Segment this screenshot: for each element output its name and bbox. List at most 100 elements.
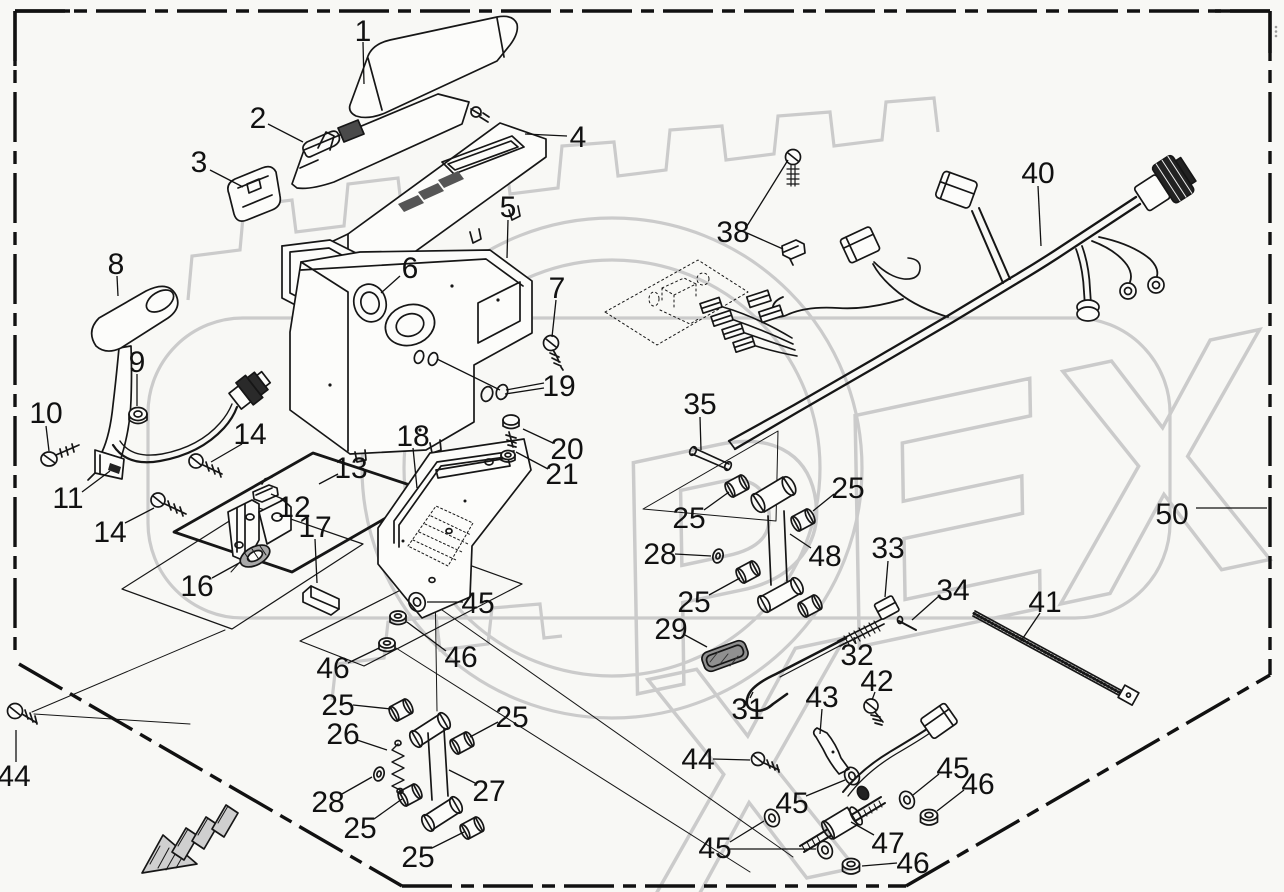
armrest-pad-part1 — [348, 15, 519, 119]
leader-line-34 — [911, 595, 940, 621]
leader-line-11 — [81, 470, 111, 493]
leader-line-46 — [347, 647, 380, 664]
leader-line-7 — [551, 299, 557, 338]
flat-connector — [839, 226, 881, 264]
callout-label-42: 42 — [860, 665, 893, 698]
phantom-relay-box — [604, 259, 749, 346]
callout-label-28: 28 — [643, 538, 676, 571]
callout-label-44: 44 — [0, 760, 31, 793]
cable-tie-part41 — [972, 610, 1140, 706]
leader-line-25 — [352, 704, 392, 710]
pin-part34 — [896, 615, 917, 631]
leader-line-25 — [708, 577, 741, 596]
callout-label-14: 14 — [233, 418, 266, 451]
nut-part9 — [128, 406, 148, 425]
bolt-part20 — [502, 414, 520, 448]
logo-plate — [146, 316, 1172, 620]
screw-part42 — [863, 698, 884, 726]
callout-label-17: 17 — [298, 511, 331, 544]
callout-label-48: 48 — [808, 540, 841, 573]
callout-label-46: 46 — [896, 847, 929, 880]
pedal-arm-part48 — [750, 475, 804, 614]
callout-label-7: 7 — [549, 272, 566, 305]
callout-label-46: 46 — [961, 768, 994, 801]
leader-line-25 — [373, 798, 403, 820]
wiring-harness-part40 — [699, 154, 1197, 451]
leader-line-46 — [406, 621, 447, 652]
leader-line-21 — [515, 451, 549, 470]
leader-line-48 — [789, 533, 812, 549]
cable-connector — [228, 370, 272, 410]
callout-label-10: 10 — [29, 397, 62, 430]
o-rings-part19 — [413, 349, 509, 403]
leader-line-46 — [936, 789, 965, 812]
clamp-part33 — [873, 595, 900, 620]
leader-line-6 — [380, 275, 401, 294]
bolt-part10 — [40, 443, 80, 467]
callout-label-28: 28 — [311, 786, 344, 819]
leader-line-25 — [431, 831, 465, 849]
callout-label-25: 25 — [495, 701, 528, 734]
callout-label-35: 35 — [683, 388, 716, 421]
bolt-part44a — [6, 702, 38, 725]
screw-part14b — [150, 492, 187, 517]
bushings-25-top — [724, 474, 823, 618]
leader-line-45 — [805, 779, 846, 797]
callout-label-43: 43 — [805, 681, 838, 714]
leader-line-32 — [853, 636, 857, 645]
leader-line-19 — [505, 382, 545, 391]
leader-line-26 — [356, 739, 388, 751]
leader-line-42 — [871, 691, 876, 701]
callout-label-45: 45 — [461, 587, 494, 620]
hinge-part16 — [227, 499, 292, 573]
leader-line-29 — [684, 634, 708, 648]
leader-line-19 — [436, 358, 501, 391]
callout-label-25: 25 — [677, 586, 710, 619]
grommet-terminal — [1076, 299, 1100, 322]
callout-label-26: 26 — [326, 718, 359, 751]
callout-label-1: 1 — [355, 15, 372, 48]
callout-label-40: 40 — [1021, 157, 1054, 190]
gear-circle-inner — [402, 258, 822, 678]
spade-terminals-pair — [745, 289, 784, 324]
round-connector — [1133, 154, 1197, 212]
leader-line-19 — [504, 387, 545, 395]
rubber-pad-part29 — [701, 639, 749, 673]
callout-label-45: 45 — [936, 752, 969, 785]
leader-line-25 — [703, 491, 730, 511]
leader-line-33 — [884, 560, 889, 598]
washers-45 — [407, 591, 916, 860]
callout-label-29: 29 — [654, 613, 687, 646]
bracket-part17 — [302, 585, 340, 616]
callout-label-25: 25 — [401, 841, 434, 874]
callout-label-47: 47 — [871, 827, 904, 860]
callout-label-9: 9 — [129, 346, 146, 379]
screw-part38 — [784, 148, 802, 187]
console-cover-part2 — [291, 93, 470, 190]
screw-part14a — [188, 453, 223, 478]
wire-with-connector — [842, 702, 958, 797]
callout-label-8: 8 — [108, 248, 125, 281]
leader-line-17 — [314, 538, 318, 584]
callout-label-32: 32 — [840, 639, 873, 672]
leader-line-2 — [267, 123, 304, 143]
leader-line-27 — [448, 769, 476, 784]
leader-line-38 — [746, 159, 789, 227]
leader-line-43 — [819, 708, 823, 735]
leader-line-25 — [469, 721, 499, 738]
hand-lever-part8 — [87, 285, 272, 481]
callout-label-44: 44 — [681, 743, 714, 776]
leader-line-5 — [506, 219, 509, 259]
leader-line-3 — [209, 169, 244, 188]
screw-part7 — [542, 334, 564, 371]
callout-label-46: 46 — [444, 641, 477, 674]
leader-line-45 — [912, 773, 940, 796]
leader-line-41 — [1020, 612, 1041, 642]
leader-line-47 — [850, 821, 875, 836]
hook-rod-part31 — [745, 636, 848, 713]
leader-line-16 — [211, 561, 242, 579]
leader-line-4 — [524, 133, 568, 137]
construction-lines — [31, 430, 794, 873]
